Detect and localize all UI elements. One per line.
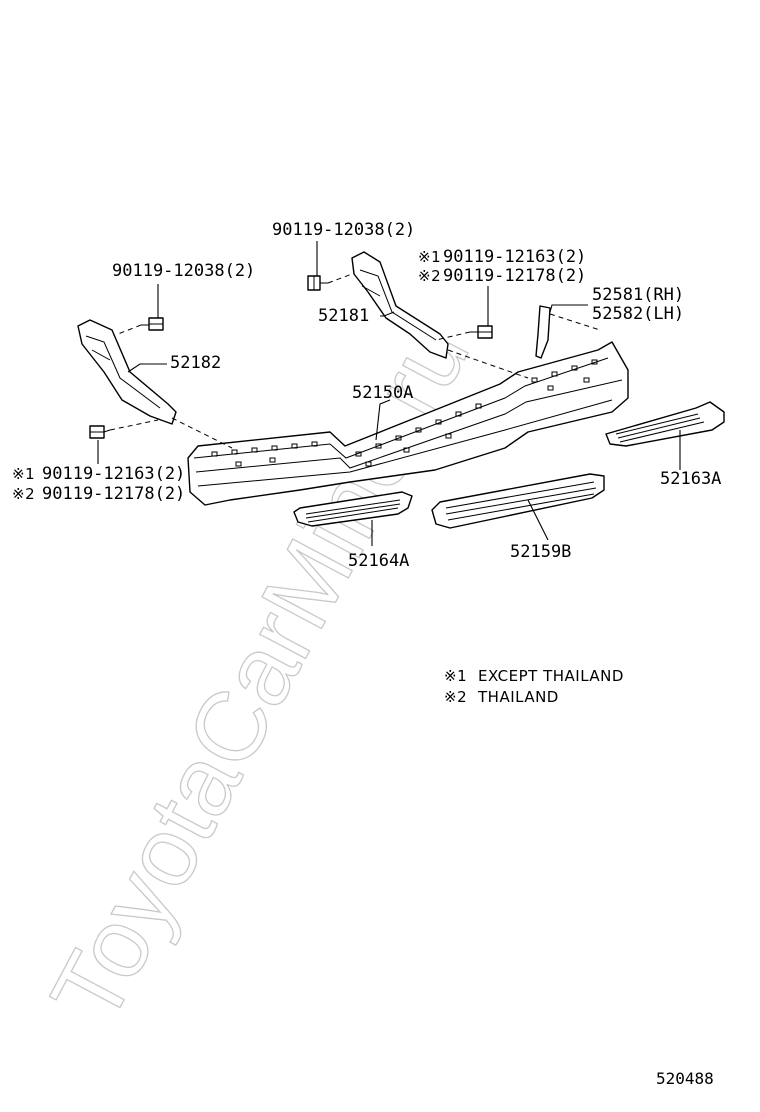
note-text: THAILAND	[477, 688, 559, 706]
bolt-label: 90119-12178(2)	[443, 266, 586, 286]
figure-number: 520488	[656, 1069, 714, 1088]
bumper-bracket-lh[interactable]	[77, 319, 177, 425]
note-mark-1: ※1	[418, 248, 441, 266]
bolt-icon[interactable]	[141, 317, 164, 331]
bolt-icon[interactable]	[470, 325, 493, 339]
note-mark: ※2	[444, 688, 467, 706]
bumper-bracket-rh[interactable]	[351, 251, 449, 359]
leader-lines	[97, 241, 681, 546]
bolt-icon[interactable]	[89, 425, 111, 439]
part-label-52163a: 52163A	[660, 469, 721, 489]
part-label-52182: 52182	[170, 353, 221, 373]
bolt-label: 90119-12038(2)	[112, 261, 255, 281]
notes-legend: ※1 EXCEPT THAILAND ※2 THAILAND	[444, 667, 624, 706]
note-mark-2: ※2	[418, 267, 441, 285]
part-label-52164a: 52164A	[348, 551, 409, 571]
part-label-seal-rh: 52581(RH)	[592, 285, 684, 305]
part-label-52181: 52181	[318, 306, 369, 326]
bolt-label: 90119-12178(2)	[42, 484, 185, 504]
part-label-52150a: 52150A	[352, 383, 413, 403]
part-label-52159b: 52159B	[510, 542, 571, 562]
step-pad-left[interactable]	[293, 491, 413, 527]
bolt-label: 90119-12038(2)	[272, 220, 415, 240]
bolt-icon[interactable]	[307, 275, 328, 291]
note-mark: ※1	[444, 667, 467, 685]
note-text: EXCEPT THAILAND	[478, 667, 624, 685]
assembly-lines	[109, 273, 601, 449]
bolt-label: 90119-12163(2)	[443, 247, 586, 267]
rear-bumper[interactable]	[187, 341, 629, 506]
step-pad-center[interactable]	[431, 473, 605, 529]
note-mark-1: ※1	[12, 465, 35, 483]
step-pad-right[interactable]	[605, 401, 725, 447]
bumper-seal[interactable]	[535, 305, 551, 359]
part-label-seal-lh: 52582(LH)	[592, 304, 684, 324]
bolt-label: 90119-12163(2)	[42, 464, 185, 484]
bumper-holes	[211, 359, 598, 467]
note-mark-2: ※2	[12, 485, 35, 503]
